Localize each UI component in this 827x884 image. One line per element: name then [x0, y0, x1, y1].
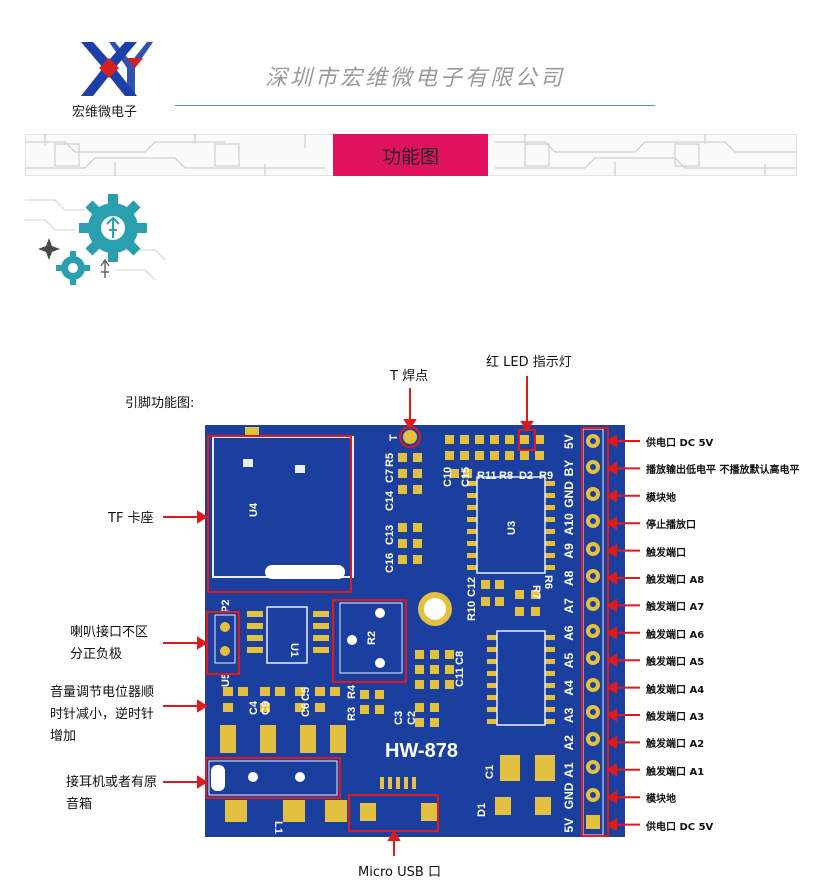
svg-text:R4: R4 — [346, 684, 358, 699]
micro-usb-label: Micro USB 口 — [358, 865, 441, 880]
svg-text:C13: C13 — [384, 525, 396, 545]
pin-description: 模块地 — [646, 492, 676, 504]
pin-description: 触发端口 A1 — [646, 766, 705, 778]
svg-text:C15: C15 — [460, 467, 472, 487]
pin-silk-label: BY — [562, 460, 576, 477]
svg-text:C5: C5 — [300, 687, 312, 701]
svg-text:R9: R9 — [539, 470, 553, 482]
pin-description: 触发端口 A2 — [646, 739, 705, 751]
svg-text:C16: C16 — [384, 553, 396, 573]
pin-arrow-head — [606, 790, 617, 805]
pin-arrow-head — [606, 708, 617, 722]
svg-text:U5: U5 — [220, 673, 232, 687]
pin-description: 触发端口 A7 — [646, 602, 705, 614]
svg-text:R6: R6 — [542, 575, 554, 589]
header-divider — [175, 105, 655, 106]
svg-text:C14: C14 — [384, 490, 396, 511]
svg-text:C8: C8 — [454, 651, 466, 665]
sparkle-icon — [38, 238, 60, 260]
pin-description: 触发端口 A4 — [646, 684, 705, 696]
pin-arrow-head — [606, 488, 617, 503]
pin-silk-label: A10 — [562, 513, 576, 535]
pin-description: 模块地 — [646, 794, 676, 806]
pin-description: 触发端口 A5 — [646, 657, 705, 669]
pin-arrow-head — [606, 653, 617, 668]
pin-arrow-head — [606, 817, 617, 832]
svg-text:C11: C11 — [454, 667, 466, 687]
headphone-label: 接耳机或者有原音箱 — [66, 775, 158, 812]
svg-text:C1: C1 — [484, 765, 496, 779]
svg-text:D1: D1 — [476, 803, 488, 817]
pin-arrow-head — [606, 434, 617, 448]
logo-hv-icon — [81, 42, 153, 96]
pin-silk-label: A9 — [562, 543, 576, 559]
pin-description: 供电口 DC 5V — [646, 438, 714, 449]
svg-text:R11: R11 — [477, 470, 497, 482]
svg-text:R2: R2 — [366, 631, 378, 645]
volume-label: 音量调节电位器顺时针减小，逆时针增加 — [50, 685, 155, 744]
pin-function-heading: 引脚功能图: — [125, 396, 195, 411]
pin-description: 停止播放口 — [646, 520, 696, 532]
pin-arrow-head — [606, 543, 617, 558]
svg-text:C4: C4 — [248, 700, 260, 715]
pcb-board: HW-878 U4 U3 U1 P2 R2 R9 D2 R8 R11 C15 C… — [205, 425, 625, 837]
pin-silk-label: GND — [562, 782, 576, 809]
pin-arrow-head — [606, 516, 617, 531]
pin-arrow-head — [606, 598, 617, 613]
svg-text:C2: C2 — [406, 711, 418, 725]
svg-text:R5: R5 — [384, 453, 396, 467]
pin-silk-label: A7 — [562, 598, 576, 614]
pin-arrow-head — [606, 735, 617, 750]
svg-text:U3: U3 — [506, 521, 518, 535]
pin-silk-label: A6 — [562, 625, 576, 641]
svg-text:R3: R3 — [346, 707, 358, 721]
pin-silk-label: A3 — [562, 707, 576, 723]
svg-text:R8: R8 — [499, 470, 513, 482]
usb-icon — [106, 216, 120, 238]
svg-text:C6: C6 — [300, 703, 312, 717]
pin-arrow-head — [606, 571, 617, 585]
pin-silk-label: A1 — [562, 762, 576, 778]
svg-text:U1: U1 — [288, 643, 300, 657]
t-pad-label: T 焊点 — [390, 369, 429, 384]
svg-text:U4: U4 — [248, 502, 260, 517]
company-name: 深圳市宏维微电子有限公司 — [265, 66, 566, 91]
pin-arrow-head — [606, 461, 617, 476]
gear-icon — [25, 194, 165, 285]
svg-text:C10: C10 — [442, 467, 454, 487]
pin-description: 触发端口 — [646, 547, 686, 559]
pin-arrow-head — [606, 625, 617, 640]
svg-text:L1: L1 — [272, 821, 284, 834]
pin-silk-label: 5V — [562, 818, 576, 833]
red-led-label: 红 LED 指示灯 — [486, 355, 572, 370]
pin-arrow-head — [606, 680, 617, 695]
svg-text:C9: C9 — [260, 701, 272, 715]
pin-silk-label: GND — [562, 481, 576, 508]
board-model: HW-878 — [385, 740, 458, 762]
pin-description: 触发端口 A6 — [646, 629, 705, 641]
speaker-label: 喇叭接口不区分正负极 — [70, 625, 149, 662]
svg-text:C12: C12 — [466, 577, 478, 597]
tf-card-label: TF 卡座 — [108, 511, 154, 526]
pin-description: 触发端口 A8 — [646, 575, 705, 586]
pin-silk-label: A8 — [562, 570, 576, 586]
svg-text:T: T — [388, 434, 400, 441]
svg-text:C7: C7 — [384, 469, 396, 483]
pin-description: 触发端口 A3 — [646, 712, 705, 723]
banner-title: 功能图 — [333, 134, 488, 176]
logo-text: 宏维微电子 — [72, 105, 138, 120]
pin-description: 供电口 DC 5V — [646, 821, 714, 833]
svg-text:C3: C3 — [393, 711, 405, 725]
svg-text:R10: R10 — [466, 601, 478, 621]
pin-description: 播放输出低电平 不播放默认高电平 — [646, 465, 800, 477]
pin-silk-label: A2 — [562, 735, 576, 751]
pin-silk-label: 5V — [562, 434, 576, 449]
pin-silk-label: A5 — [562, 653, 576, 669]
pin-silk-label: A4 — [562, 680, 576, 696]
pin-arrow-head — [606, 762, 617, 777]
svg-text:D2: D2 — [519, 470, 533, 482]
svg-text:P2: P2 — [220, 600, 232, 613]
svg-text:R7: R7 — [530, 585, 542, 599]
